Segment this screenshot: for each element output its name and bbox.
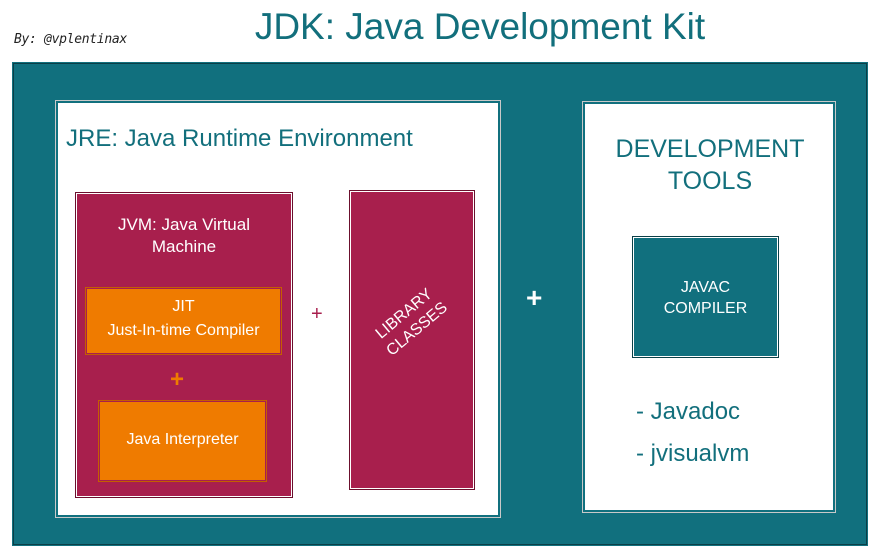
interpreter-label: Java Interpreter: [126, 431, 239, 448]
jvm-title: JVM: Java Virtual Machine: [84, 214, 284, 258]
author-credit: By: @vplentinax: [14, 32, 127, 47]
interpreter-box: [98, 400, 267, 482]
tool-item-javadoc: - Javadoc: [636, 398, 741, 425]
tool-item-jvisualvm: - jvisualvm: [636, 440, 750, 467]
jvm-title-line2: Machine: [151, 237, 217, 256]
javac-label-line1: JAVAC: [680, 279, 731, 296]
dev-tools-title-line2: TOOLS: [667, 167, 753, 195]
library-classes-box: [349, 190, 475, 490]
jre-title: JRE: Java Runtime Environment: [66, 125, 413, 152]
jit-label-line1: JIT: [172, 298, 195, 315]
javac-box: [632, 236, 779, 358]
jit-label: JIT Just-In-time Compiler: [87, 295, 280, 343]
jit-box: [85, 287, 282, 355]
page-title: JDK: Java Development Kit: [254, 6, 706, 47]
jvm-title-line1: JVM: Java Virtual: [118, 215, 250, 234]
javac-label: JAVAC COMPILER: [634, 277, 777, 319]
javac-label-line2: COMPILER: [663, 300, 748, 317]
plus-sign-jre: +: [311, 303, 323, 325]
plus-sign-jdk: +: [526, 282, 543, 313]
jit-label-line2: Just-In-time Compiler: [107, 322, 260, 339]
plus-sign-jvm: +: [170, 366, 185, 393]
dev-tools-title-line1: DEVELOPMENT: [615, 135, 805, 163]
dev-tools-title: DEVELOPMENT TOOLS: [588, 133, 832, 197]
